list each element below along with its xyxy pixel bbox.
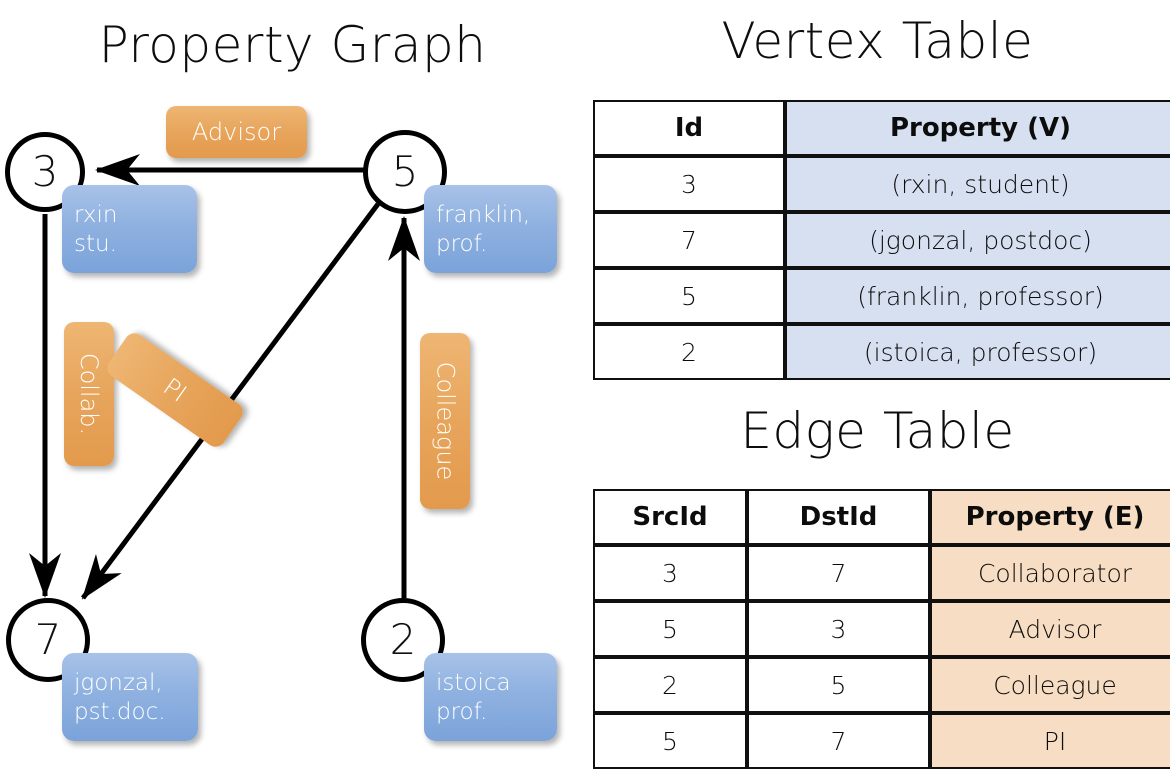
edge-cell-srcid: 5 [593, 713, 747, 769]
vertex-cell-id: 2 [593, 324, 785, 380]
vertex-cell-id: 7 [593, 212, 785, 268]
edge-cell-dstid: 3 [747, 601, 930, 657]
edge-cell-property: Collaborator [930, 545, 1170, 601]
edge-label-colleague[interactable]: Colleague [420, 333, 470, 509]
graph-node-7-label: 7 [34, 615, 62, 664]
edge-label-advisor-text: Advisor [191, 118, 282, 146]
vertex-cell-id: 3 [593, 156, 785, 212]
node-property-3-line2: stu. [74, 231, 117, 257]
edge-table-header-dstid: DstId [747, 489, 930, 545]
vertex-table-header-property: Property (V) [785, 100, 1170, 156]
table-row[interactable]: 7 (jgonzal, postdoc) [593, 212, 1170, 268]
node-property-7-line1: jgonzal, [74, 669, 163, 696]
edge-label-colleague-text: Colleague [431, 361, 460, 481]
graph-node-2[interactable]: 2 [361, 598, 445, 682]
edge-table: SrcId DstId Property (E) 3 7 Collaborato… [593, 489, 1170, 769]
section-title-vertex-table: Vertex Table [721, 12, 1034, 70]
edge-table-header-srcid: SrcId [593, 489, 747, 545]
vertex-cell-id: 5 [593, 268, 785, 324]
property-graph-diagram: 3 5 7 2 rxin stu. franklin, prof. jgonza… [0, 0, 585, 760]
edge-label-advisor[interactable]: Advisor [166, 106, 307, 158]
edge-cell-dstid: 7 [747, 545, 930, 601]
node-property-box-5[interactable]: franklin, prof. [424, 185, 557, 273]
node-property-box-2[interactable]: istoica prof. [424, 653, 557, 741]
edge-cell-srcid: 3 [593, 545, 747, 601]
page-title-property-graph: Property Graph [98, 16, 487, 74]
node-property-5-line2: prof. [436, 231, 488, 257]
edge-label-pi-text: PI [158, 372, 192, 408]
edge-cell-dstid: 7 [747, 713, 930, 769]
edge-cell-srcid: 2 [593, 657, 747, 713]
table-row[interactable]: 2 5 Colleague [593, 657, 1170, 713]
edge-cell-srcid: 5 [593, 601, 747, 657]
edge-table-header-row: SrcId DstId Property (E) [593, 489, 1170, 545]
node-property-7-line2: pst.doc. [74, 699, 166, 725]
vertex-cell-property: (rxin, student) [785, 156, 1170, 212]
graph-node-3-label: 3 [31, 147, 59, 196]
table-row[interactable]: 2 (istoica, professor) [593, 324, 1170, 380]
node-property-5-line1: franklin, [436, 201, 531, 228]
node-property-3-line1: rxin [74, 201, 118, 228]
vertex-table-header-row: Id Property (V) [593, 100, 1170, 156]
graph-node-5-label: 5 [391, 147, 419, 196]
vertex-cell-property: (istoica, professor) [785, 324, 1170, 380]
table-row[interactable]: 5 3 Advisor [593, 601, 1170, 657]
edge-label-collab[interactable]: Collab. [64, 322, 114, 466]
vertex-table-header-id: Id [593, 100, 785, 156]
node-property-box-7[interactable]: jgonzal, pst.doc. [62, 653, 198, 741]
graph-node-5[interactable]: 5 [363, 130, 447, 214]
edge-label-collab-text: Collab. [75, 352, 104, 436]
edge-cell-property: Colleague [930, 657, 1170, 713]
node-property-box-3[interactable]: rxin stu. [62, 185, 197, 273]
graph-node-2-label: 2 [389, 615, 417, 664]
edge-cell-property: Advisor [930, 601, 1170, 657]
section-title-edge-table: Edge Table [740, 402, 1015, 460]
edge-cell-dstid: 5 [747, 657, 930, 713]
node-property-2-line2: prof. [436, 699, 488, 725]
table-row[interactable]: 5 7 PI [593, 713, 1170, 769]
table-row[interactable]: 3 7 Collaborator [593, 545, 1170, 601]
vertex-cell-property: (franklin, professor) [785, 268, 1170, 324]
table-row[interactable]: 5 (franklin, professor) [593, 268, 1170, 324]
edge-cell-property: PI [930, 713, 1170, 769]
node-property-2-line1: istoica [436, 669, 511, 696]
edge-table-header-property: Property (E) [930, 489, 1170, 545]
table-row[interactable]: 3 (rxin, student) [593, 156, 1170, 212]
vertex-cell-property: (jgonzal, postdoc) [785, 212, 1170, 268]
vertex-table: Id Property (V) 3 (rxin, student) 7 (jgo… [593, 100, 1170, 380]
